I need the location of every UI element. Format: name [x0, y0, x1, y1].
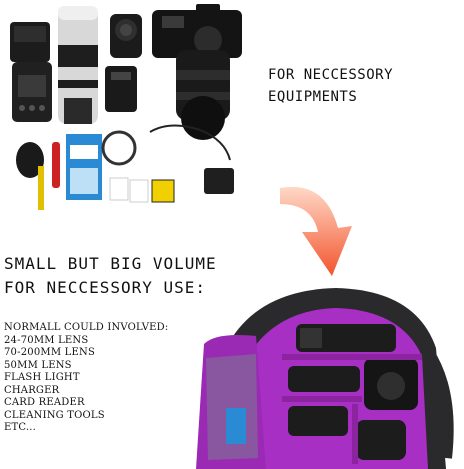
card-reader-icon [204, 168, 234, 194]
list-intro: Normall could involved: [4, 322, 169, 333]
list-item: Charger [4, 384, 60, 396]
volume-headline: Small but big volume for neccessory use: [4, 252, 274, 300]
list-item: 24-70mm lens [4, 334, 89, 346]
dslr-camera-icon [152, 4, 242, 140]
list-item: 50mm lens [4, 359, 72, 371]
ccd-swab-box-icon [226, 408, 246, 444]
list-item: 70-200mm lens [4, 347, 95, 358]
uv-filter-icon [101, 130, 137, 166]
mesh-pocket-icon [206, 354, 258, 460]
ccd-swab-box-icon [66, 134, 102, 200]
lens-pen-icon [52, 142, 60, 188]
charger-icon [105, 66, 137, 112]
camera-backpack-photo [196, 288, 454, 469]
caption-line-2: equipments [268, 89, 358, 105]
curved-arrow-icon [280, 186, 352, 276]
lens-icon [288, 406, 348, 436]
lens-icon [288, 366, 360, 392]
caption-line-1: For neccessory [268, 67, 394, 83]
list-item: Cleaning tools [4, 409, 105, 421]
headline-line-1: Small but big volume [4, 254, 217, 273]
wipe-icon [129, 179, 149, 203]
telephoto-lens-icon [58, 6, 98, 124]
flash-icon [10, 22, 52, 122]
headline-line-2: for neccessory use: [4, 278, 207, 297]
memory-card-icon [151, 179, 175, 203]
list-item: Card reader [4, 397, 85, 408]
contents-list: Normall could involved: 24-70mm lens 70-… [4, 322, 204, 435]
list-item: etc... [4, 422, 37, 433]
camera-gear-photo [10, 4, 242, 210]
wipe-icon [109, 177, 129, 201]
equipment-caption: For neccessory equipments [268, 64, 458, 108]
lens-icon [356, 420, 406, 460]
prime-lens-icon [110, 14, 142, 58]
list-item: Flash light [4, 372, 80, 383]
air-blower-icon [16, 142, 44, 210]
usb-cable-icon [149, 124, 231, 161]
